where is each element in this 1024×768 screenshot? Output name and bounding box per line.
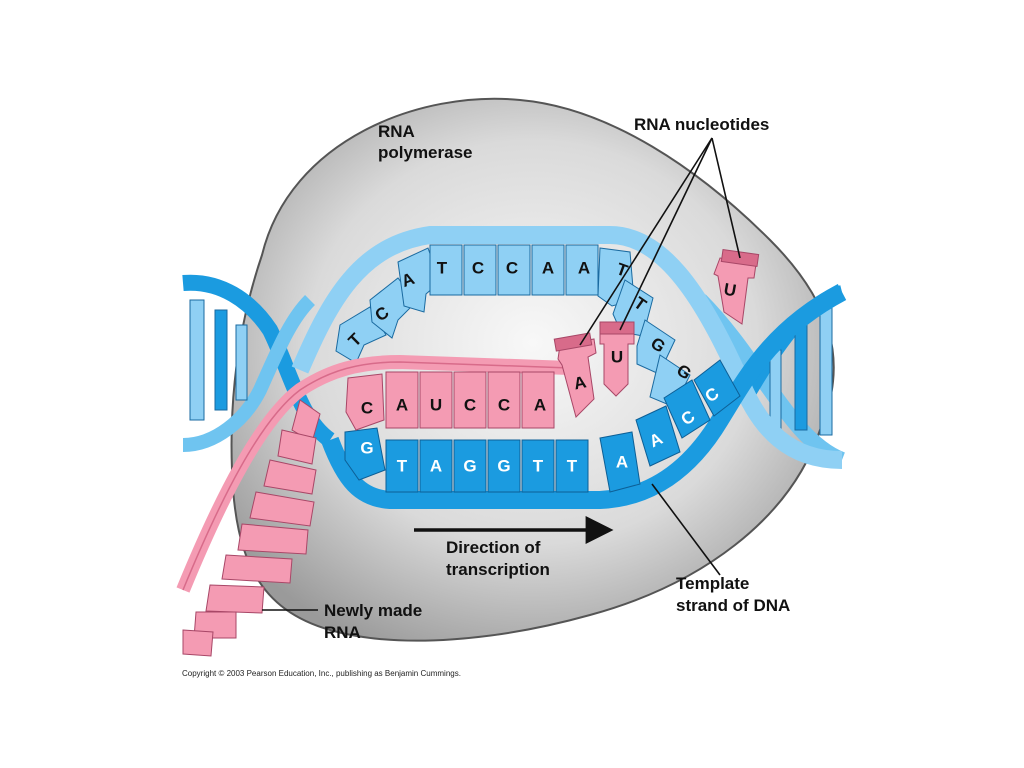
rna-base-5: A	[534, 396, 546, 415]
free-nucleotide-letters: A U U	[572, 280, 738, 394]
template-base-5: T	[533, 457, 544, 476]
nontemplate-base-5: C	[506, 259, 518, 278]
label-newly-made-2: RNA	[324, 623, 361, 642]
rna-strand	[176, 355, 571, 657]
free-nucleotide-2: U	[722, 280, 737, 301]
leader-lines	[262, 137, 741, 611]
template-bases-shapes	[344, 359, 741, 493]
nontemplate-base-7: A	[578, 259, 590, 278]
template-base-0: G	[360, 439, 373, 458]
template-base-7: A	[616, 453, 628, 472]
nontemplate-base-6: A	[542, 259, 554, 278]
free-nucleotides	[553, 248, 760, 418]
template-base-1: T	[397, 457, 408, 476]
rna-base-2: U	[430, 396, 442, 415]
template-base-3: G	[463, 457, 476, 476]
rna-base-1: A	[396, 396, 408, 415]
rna-base-4: C	[498, 396, 510, 415]
nontemplate-base-3: T	[437, 259, 448, 278]
nontemplate-strand-backbone	[291, 226, 843, 469]
free-nucleotide-0: A	[572, 372, 588, 393]
copyright-text: Copyright © 2003 Pearson Education, Inc.…	[182, 669, 461, 678]
label-rna-nucleotides: RNA nucleotides	[634, 115, 769, 134]
label-rna-polymerase-1: RNA	[378, 122, 415, 141]
label-template-1: Template	[676, 574, 749, 593]
label-rna-polymerase-2: polymerase	[378, 143, 473, 162]
template-base-2: A	[430, 457, 442, 476]
template-base-6: T	[567, 457, 578, 476]
label-template-2: strand of DNA	[676, 596, 790, 615]
nontemplate-base-2: A	[399, 269, 417, 291]
nontemplate-bases	[335, 244, 691, 408]
label-direction-2: transcription	[446, 560, 550, 579]
rna-base-3: C	[464, 396, 476, 415]
rna-base-0: C	[361, 399, 373, 418]
template-strand-backbone	[321, 284, 847, 509]
nontemplate-base-4: C	[472, 259, 484, 278]
label-direction-1: Direction of	[446, 538, 541, 557]
label-newly-made-1: Newly made	[324, 601, 422, 620]
template-base-4: G	[497, 457, 510, 476]
free-nucleotide-1: U	[611, 348, 623, 367]
